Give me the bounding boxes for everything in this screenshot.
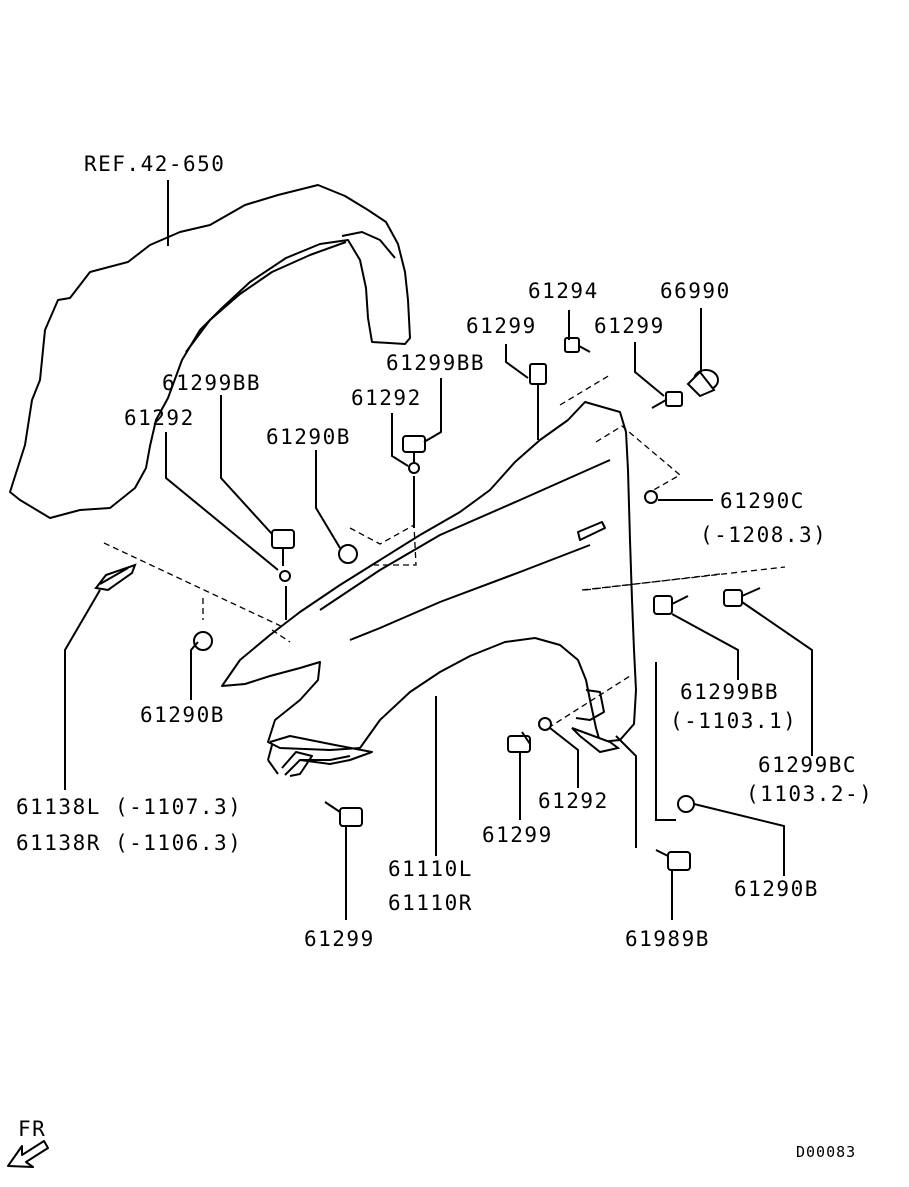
arrow-down-left-icon <box>7 1140 49 1168</box>
leader-lines <box>64 180 813 920</box>
fr-label: FR <box>18 1117 46 1141</box>
label-61290b-top: 61290B <box>266 425 351 449</box>
label-61299bb-right: 61299BB <box>680 680 779 704</box>
label-61290b-left: 61290B <box>140 703 225 727</box>
nut-icon <box>677 795 695 813</box>
label-61290c: 61290C <box>720 489 805 513</box>
nut-icon <box>644 490 658 504</box>
label-61299-bottom-left: 61299 <box>304 927 375 951</box>
bolt-icon <box>402 435 426 474</box>
bolt-icon <box>651 391 683 409</box>
wheel-arch-liner <box>9 184 411 519</box>
bolt-icon <box>529 363 547 398</box>
label-61110l: 61110L <box>388 857 473 881</box>
bolt-icon <box>507 731 531 753</box>
nut-icon <box>193 544 358 651</box>
label-61299bc: 61299BC <box>758 753 857 777</box>
bolt-icon <box>653 595 689 615</box>
cap-icon <box>686 369 719 398</box>
bolt-icon <box>723 587 761 607</box>
label-61290b-bottom: 61290B <box>734 877 819 901</box>
label-61299-bottom-center: 61299 <box>482 823 553 847</box>
label-61292-left: 61292 <box>124 406 195 430</box>
label-61299-top: 61299 <box>466 314 537 338</box>
label-61989b: 61989B <box>625 927 710 951</box>
label-61292-top: 61292 <box>351 386 422 410</box>
label-61110r: 61110R <box>388 891 473 915</box>
label-61138r: 61138R (-1106.3) <box>16 831 242 855</box>
bracket-part <box>281 727 621 777</box>
part-labels: REF.42-650 61294 66990 61299 61299 61299… <box>16 152 873 1161</box>
label-66990: 66990 <box>660 279 731 303</box>
diagram-code: D00083 <box>796 1143 856 1161</box>
label-61299bb-top: 61299BB <box>386 351 485 375</box>
label-61138l: 61138L (-1107.3) <box>16 795 242 819</box>
label-61299bb-left: 61299BB <box>162 371 261 395</box>
label-61294: 61294 <box>528 279 599 303</box>
label-61292-bottom: 61292 <box>538 789 609 813</box>
ref-label: REF.42-650 <box>84 152 225 176</box>
label-61290c-note: (-1208.3) <box>700 523 827 547</box>
label-61299bc-note: (1103.2-) <box>746 782 873 806</box>
splash-guard-part <box>94 563 137 592</box>
fasteners <box>193 337 761 871</box>
bolt-icon <box>564 337 591 353</box>
label-61299-right: 61299 <box>594 314 665 338</box>
bolt-icon <box>324 801 363 827</box>
fender-panel <box>221 401 637 776</box>
bolt-icon <box>655 849 691 871</box>
bolt-icon <box>271 529 295 582</box>
label-61299bb-right-note: (-1103.1) <box>670 709 797 733</box>
phantom-lines <box>103 374 786 729</box>
washer-icon <box>538 717 552 731</box>
